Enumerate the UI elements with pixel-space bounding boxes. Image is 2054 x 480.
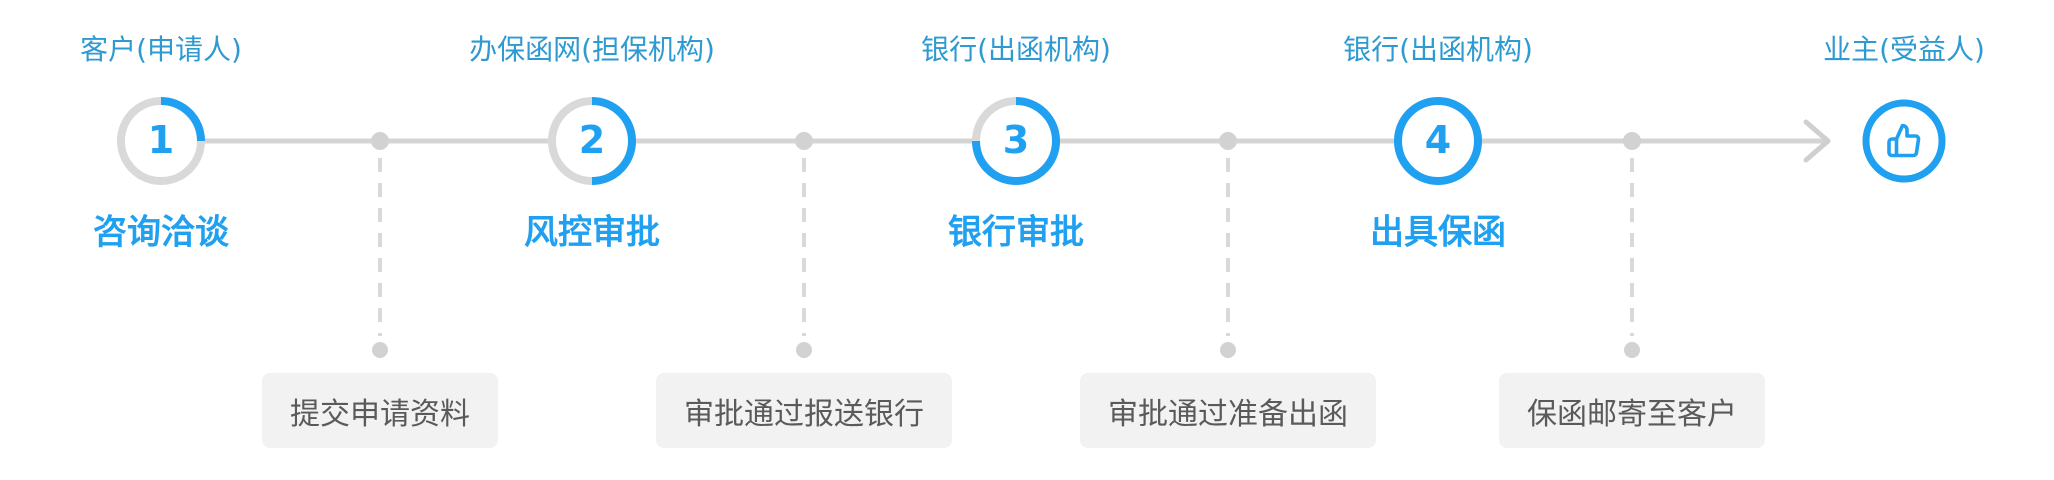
arrowhead-icon [1803, 119, 1831, 163]
org-label-final: 业主(受益人) [1823, 33, 1985, 66]
step-progress-arc [548, 97, 636, 185]
step-title: 出具保函 [1370, 212, 1506, 253]
step-title: 风控审批 [524, 212, 660, 253]
drop-connectors [371, 132, 1641, 358]
org-label: 办保函网(担保机构) [469, 33, 715, 66]
final-circle-ring [1862, 99, 1946, 183]
org-label: 银行(出函机构) [921, 33, 1111, 66]
drop-end-dot [372, 342, 388, 358]
step-number: 3 [1002, 118, 1030, 163]
org-label: 客户(申请人) [80, 33, 242, 66]
step-progress-arc [1394, 97, 1482, 185]
note-box: 审批通过准备出函 [1080, 373, 1376, 448]
step-progress-arc [117, 97, 205, 185]
step-number: 1 [147, 118, 175, 163]
step-number: 4 [1424, 118, 1452, 163]
thumbs-up-icon [1887, 123, 1921, 158]
note-box: 提交申请资料 [262, 373, 498, 448]
drop-end-dot [1624, 342, 1640, 358]
step-number: 2 [578, 118, 606, 163]
drop-end-dot [796, 342, 812, 358]
step-title: 银行审批 [948, 212, 1084, 253]
note-box: 审批通过报送银行 [656, 373, 952, 448]
timeline-dot [371, 132, 389, 150]
final-badge [1862, 99, 1946, 183]
step-progress-arc [972, 97, 1060, 185]
timeline-dot [795, 132, 813, 150]
note-box: 保函邮寄至客户 [1499, 373, 1765, 448]
org-label: 银行(出函机构) [1343, 33, 1533, 66]
timeline-dot [1219, 132, 1237, 150]
step-title: 咨询洽谈 [93, 212, 229, 253]
step-circles [117, 97, 1482, 185]
timeline-dot [1623, 132, 1641, 150]
drop-end-dot [1220, 342, 1236, 358]
